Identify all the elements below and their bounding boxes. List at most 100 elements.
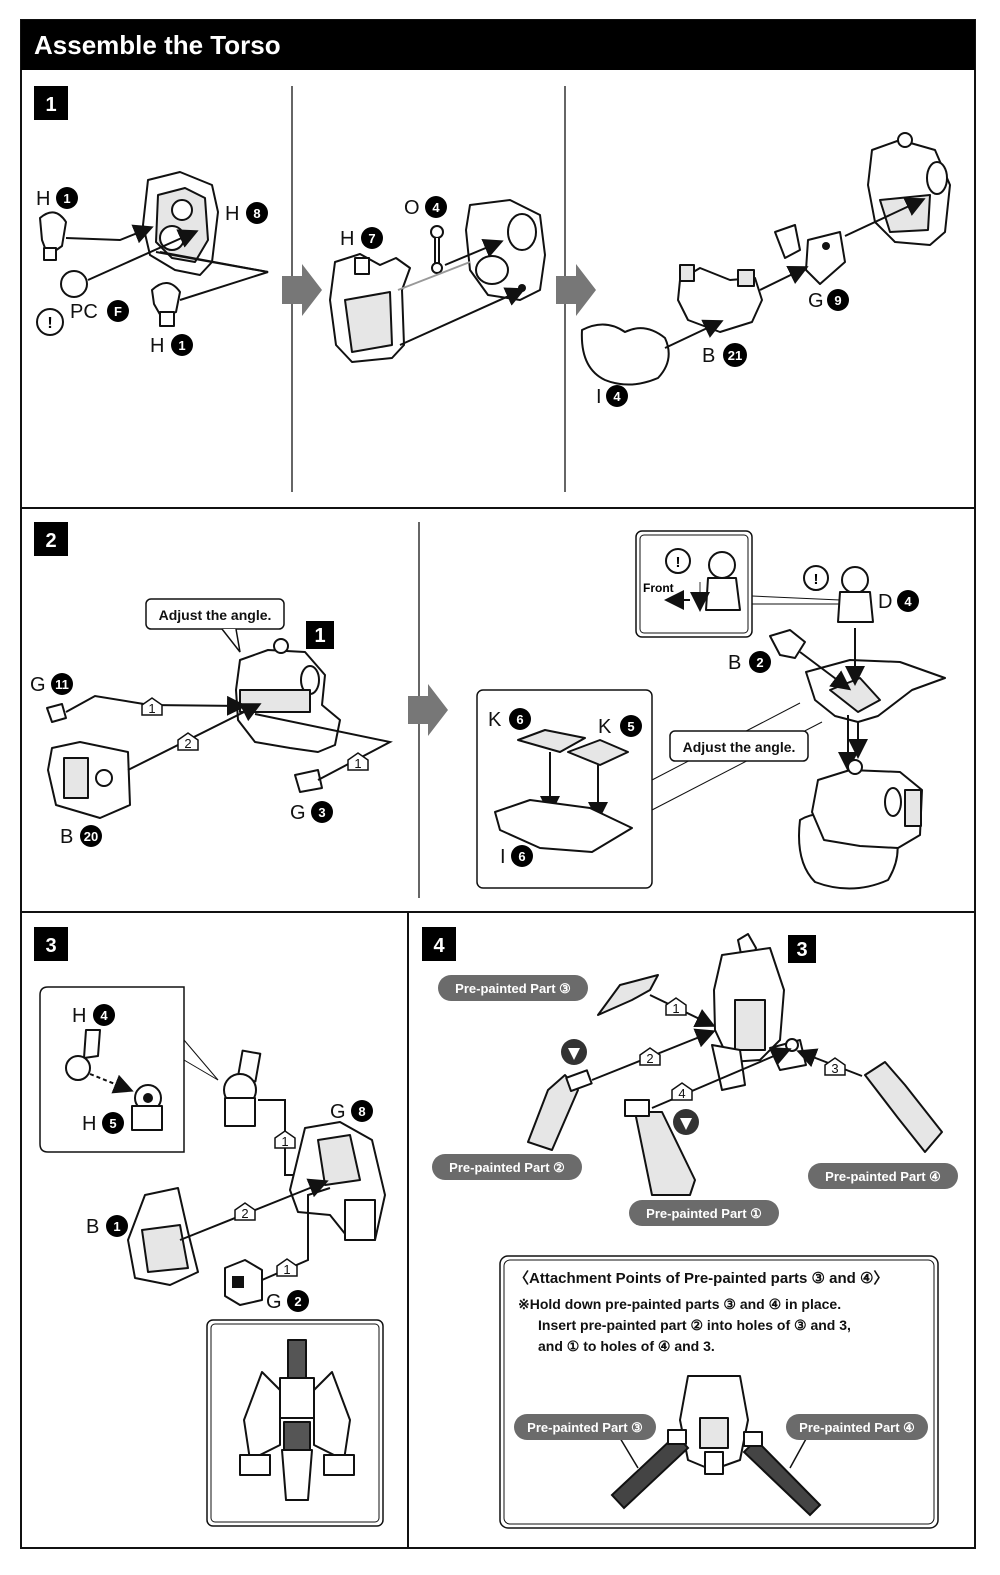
svg-text:and ① to holes of ④ and 3.: and ① to holes of ④ and 3. bbox=[538, 1338, 715, 1354]
svg-text:4: 4 bbox=[678, 1086, 685, 1101]
label-pill bbox=[808, 1163, 958, 1189]
svg-text:3: 3 bbox=[45, 935, 56, 957]
svg-text:G: G bbox=[808, 290, 824, 312]
hip-part bbox=[677, 264, 763, 333]
arrow-right-icon bbox=[282, 264, 322, 316]
ref-step-badge: 1 bbox=[314, 625, 325, 647]
svg-text:1: 1 bbox=[281, 1134, 288, 1149]
prepainted-part-4 bbox=[864, 1061, 943, 1153]
step-4: 4 3 1 2 bbox=[422, 927, 958, 1529]
svg-text:Pre-painted Part ④: Pre-painted Part ④ bbox=[825, 1169, 941, 1184]
svg-text:G: G bbox=[330, 1101, 346, 1123]
svg-text:K: K bbox=[598, 716, 612, 738]
svg-text:7: 7 bbox=[368, 231, 375, 246]
svg-text:11: 11 bbox=[55, 677, 69, 692]
svg-text:!: ! bbox=[47, 315, 52, 332]
warning-icon bbox=[36, 308, 64, 336]
svg-text:3: 3 bbox=[318, 805, 325, 820]
svg-text:B: B bbox=[86, 1216, 99, 1238]
svg-text:4: 4 bbox=[904, 594, 912, 609]
prepainted-part-1 bbox=[624, 1099, 696, 1196]
sequence-marker: 2 bbox=[177, 732, 199, 751]
sequence-marker: 1 bbox=[141, 697, 163, 716]
arrow-right-icon bbox=[408, 684, 448, 736]
attachment-diagram bbox=[610, 1375, 822, 1517]
torso-back-part bbox=[465, 199, 546, 301]
svg-text:2: 2 bbox=[756, 655, 763, 670]
sequence-marker: 2 bbox=[234, 1202, 256, 1221]
step-1: 1 H 1 H 8 ! PC F H bbox=[34, 86, 951, 408]
svg-text:G: G bbox=[30, 674, 46, 696]
step-3: 3 H 4 H 5 G 8 bbox=[34, 927, 386, 1527]
prepainted-part-3 bbox=[597, 974, 659, 1016]
callout-box bbox=[145, 598, 285, 630]
svg-text:O: O bbox=[404, 197, 420, 219]
waist-part bbox=[580, 323, 670, 386]
svg-text:4: 4 bbox=[613, 389, 621, 404]
svg-text:2: 2 bbox=[294, 1294, 301, 1309]
front-armor-part bbox=[329, 253, 411, 363]
shoulder-block-g8 bbox=[289, 1121, 386, 1241]
svg-text:2: 2 bbox=[184, 736, 191, 751]
svg-text:!: ! bbox=[676, 554, 681, 571]
ball-joint-part bbox=[39, 211, 67, 261]
joint-assembly-part bbox=[223, 1049, 262, 1127]
svg-text:Pre-painted Part ③: Pre-painted Part ③ bbox=[527, 1420, 643, 1435]
clip-part-g3 bbox=[294, 769, 323, 793]
step-number: 1 bbox=[45, 94, 56, 116]
svg-text:Pre-painted Part ①: Pre-painted Part ① bbox=[646, 1206, 762, 1221]
prepainted-part-2 bbox=[527, 1069, 593, 1151]
svg-text:Adjust the angle.: Adjust the angle. bbox=[159, 607, 272, 623]
svg-text:D: D bbox=[878, 591, 892, 613]
torso-assembly bbox=[235, 638, 341, 753]
svg-text:4: 4 bbox=[432, 200, 440, 215]
svg-text:1: 1 bbox=[178, 338, 185, 353]
svg-text:5: 5 bbox=[627, 719, 634, 734]
svg-text:6: 6 bbox=[516, 712, 523, 727]
side-plate-b1 bbox=[127, 1187, 199, 1286]
svg-text:H: H bbox=[36, 188, 50, 210]
svg-text:Front: Front bbox=[643, 581, 674, 595]
svg-text:2: 2 bbox=[646, 1051, 653, 1066]
label-pill bbox=[514, 1414, 656, 1440]
sequence-marker: 1 bbox=[274, 1130, 296, 1149]
svg-text:PC: PC bbox=[70, 301, 98, 323]
svg-text:3: 3 bbox=[831, 1061, 838, 1076]
part-number-badge bbox=[56, 187, 78, 209]
svg-text:Adjust the angle.: Adjust the angle. bbox=[683, 739, 796, 755]
step-2: 2 Adjust the angle. 1 1 2 bbox=[30, 522, 946, 890]
svg-text:4: 4 bbox=[100, 1008, 108, 1023]
svg-text:K: K bbox=[488, 709, 502, 731]
svg-text:1: 1 bbox=[113, 1219, 120, 1234]
label-pill bbox=[438, 975, 588, 1001]
torso-core-part bbox=[142, 171, 219, 276]
completed-waist-view bbox=[239, 1339, 355, 1501]
svg-text:I: I bbox=[596, 386, 602, 408]
sequence-marker: 2 bbox=[639, 1047, 661, 1066]
svg-text:Pre-painted Part ③: Pre-painted Part ③ bbox=[455, 981, 571, 996]
svg-text:H: H bbox=[225, 203, 239, 225]
page-title: Assemble the Torso bbox=[34, 30, 281, 60]
svg-text:5: 5 bbox=[109, 1116, 116, 1131]
svg-text:21: 21 bbox=[728, 348, 742, 363]
svg-text:Pre-painted Part ②: Pre-painted Part ② bbox=[449, 1160, 565, 1175]
small-part-b2 bbox=[769, 629, 806, 659]
svg-text:8: 8 bbox=[253, 206, 260, 221]
joint-bracket-part bbox=[774, 224, 846, 285]
svg-text:Pre-painted Part ④: Pre-painted Part ④ bbox=[799, 1420, 915, 1435]
svg-text:I: I bbox=[500, 846, 506, 868]
svg-text:2: 2 bbox=[45, 530, 56, 552]
svg-text:H: H bbox=[340, 228, 354, 250]
sequence-marker: 1 bbox=[276, 1258, 298, 1277]
label-pill bbox=[432, 1154, 582, 1180]
i6-base-part bbox=[494, 799, 633, 853]
warning-icon bbox=[803, 565, 829, 591]
svg-text:H: H bbox=[72, 1005, 86, 1027]
h5-part bbox=[131, 1084, 163, 1131]
sequence-marker: 1 bbox=[347, 752, 369, 771]
sequence-marker: 1 bbox=[665, 997, 687, 1016]
svg-text:!: ! bbox=[814, 571, 819, 588]
k5-part bbox=[567, 739, 629, 766]
peg-part bbox=[430, 225, 444, 274]
